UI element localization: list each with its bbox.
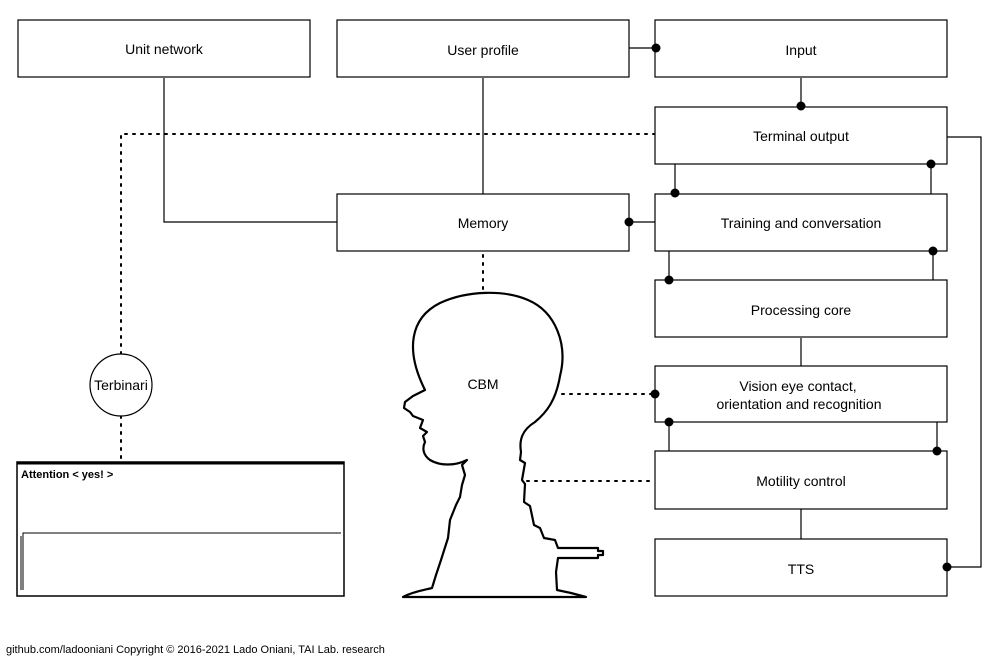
memory-label: Memory (458, 215, 509, 231)
terminal-window-title: Attention < yes! > (21, 469, 114, 481)
dot-memory-right (624, 217, 634, 227)
unit-network-box (17, 19, 311, 78)
dot-input-left (651, 43, 661, 53)
cbm-head-silhouette (401, 291, 605, 599)
terbinari-label: Terbinari (94, 377, 148, 393)
vision-label-line2: orientation and recognition (716, 396, 881, 412)
dot-terminal-right (926, 159, 936, 169)
vision-label-line1: Vision eye contact, (739, 378, 856, 394)
dot-processing-top-left (664, 275, 674, 285)
unit-network-label: Unit network (125, 41, 204, 57)
user-profile-label: User profile (447, 42, 519, 58)
connector-unit-network-memory (163, 78, 337, 223)
motility-box (654, 450, 948, 510)
motility-label: Motility control (756, 473, 845, 489)
user-profile-box (336, 19, 630, 78)
training-label: Training and conversation (721, 215, 882, 231)
vision-box (654, 365, 948, 423)
copyright-footer: github.com/ladooniani Copyright © 2016-2… (6, 644, 385, 656)
dot-training-bottom-right (928, 246, 938, 256)
processing-box (654, 279, 948, 338)
dot-vision-bottom-left (664, 417, 674, 427)
dot-input-bottom (796, 101, 806, 111)
dotted-terminal-to-terbinari (120, 133, 656, 357)
cbm-label: CBM (467, 376, 498, 392)
memory-box (336, 193, 630, 252)
terminal-output-box (654, 106, 948, 165)
connector-terminal-tts-loop (947, 136, 982, 568)
processing-label: Processing core (751, 302, 852, 318)
dot-training-top-left (670, 188, 680, 198)
terminal-output-label: Terminal output (753, 128, 849, 144)
training-box (654, 193, 948, 252)
input-label: Input (785, 42, 816, 58)
terminal-window (16, 461, 345, 597)
terminal-signal-trace (22, 532, 341, 590)
dot-motility-top-right (932, 446, 942, 456)
dot-tts-right (942, 562, 952, 572)
terbinari-circle (89, 353, 153, 417)
tts-label: TTS (788, 561, 814, 577)
tts-box (654, 538, 948, 597)
dot-vision-left (650, 389, 660, 399)
